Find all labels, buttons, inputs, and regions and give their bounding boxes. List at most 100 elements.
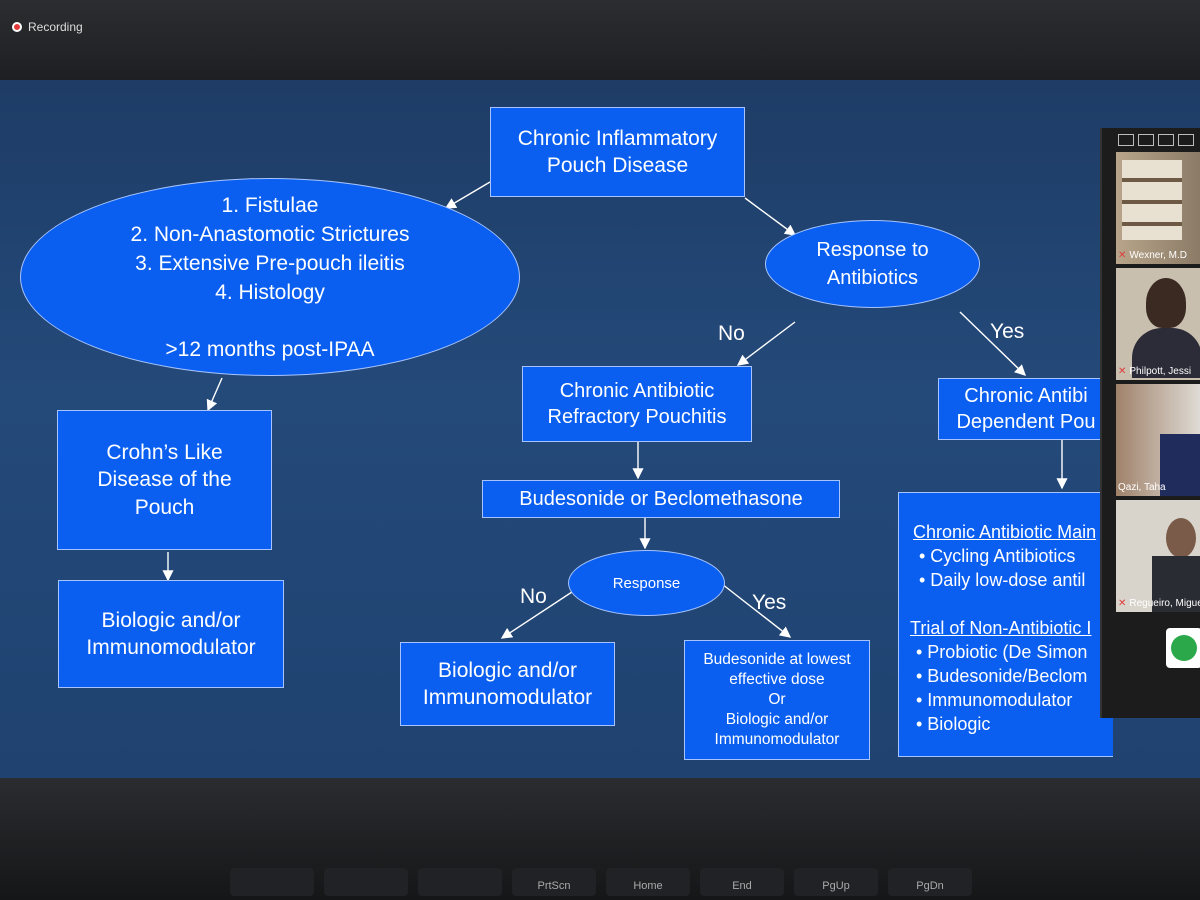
box-line: Refractory Pouchitis [547,406,727,428]
muted-mic-icon: ✕ [1118,366,1127,377]
criteria-note: >12 months post-IPAA [165,337,375,361]
muted-mic-icon: ✕ [1118,250,1127,261]
arrow-criteria-to-crohns [206,377,223,412]
participant-name: Philpott, Jessi [1129,366,1192,377]
arrow-response-to-refractory [736,321,796,366]
criteria-item: 4. Histology [215,280,325,304]
refractory-pouchitis-box: Chronic Antibiotic Refractory Pouchitis [522,366,752,442]
keyboard-key[interactable]: End [700,868,784,896]
maintenance-heading: Chronic Antibiotic Main [913,522,1097,542]
arrow-top-to-criteria [444,181,491,209]
participant-tile[interactable]: ✕Philpott, Jessi [1116,268,1200,380]
box-line: Immunomodulator [422,686,593,709]
criteria-ellipse: 1. Fistulae 2. Non-Anastomotic Stricture… [20,178,520,376]
person-image [1132,328,1200,378]
ellipse-line: Antibiotics [826,267,919,289]
view-icon[interactable] [1158,134,1174,146]
no-label-2: No [520,585,547,608]
box-line: Disease of the [97,468,232,492]
dependent-pouchitis-box: Chronic Antibi Dependent Pou [938,378,1113,440]
non-antibiotic-item: • Immunomodulator [916,690,1073,710]
arrow-top-to-response [744,197,797,236]
box-line: Immunomodulator [714,731,840,748]
record-icon [12,22,22,32]
participant-tile[interactable]: ✕Regueiro, Migue [1116,500,1200,612]
participant-name-row: Qazi, Taha [1118,482,1166,493]
muted-mic-icon: ✕ [1118,598,1127,609]
budesonide-beclomethasone-box: Budesonide or Beclomethasone [482,480,840,518]
monitor-bezel-top [0,0,1200,80]
yes-label-2: Yes [752,591,787,614]
box-line: Biologic and/or [101,608,241,632]
criteria-item: 3. Extensive Pre-pouch ileitis [135,251,405,275]
recording-indicator: Recording [12,20,83,34]
app-icon[interactable] [1166,628,1200,668]
non-antibiotic-heading: Trial of Non-Antibiotic I [910,618,1092,638]
monitor-bezel-bottom [0,778,1200,900]
maintenance-item: • Cycling Antibiotics [919,546,1076,566]
left-biologic-box: Biologic and/or Immunomodulator [58,580,284,688]
keyboard-key [230,868,314,896]
box-line: Chronic Inflammatory [517,126,718,150]
response-ellipse: Response [568,550,725,616]
keyboard-key[interactable]: Home [606,868,690,896]
lowest-dose-box: Budesonide at lowest effective dose Or B… [684,640,870,760]
view-icon[interactable] [1138,134,1154,146]
keyboard-key [418,868,502,896]
ellipse-line: Response [612,574,681,592]
maintenance-box [898,492,1113,757]
participant-tile[interactable]: ✕Wexner, M.D [1116,152,1200,264]
recording-label: Recording [28,20,83,34]
maintenance-list-2: Trial of Non-Antibiotic I • Probiotic (D… [910,616,1091,736]
view-icon[interactable] [1118,134,1134,146]
box-line: Crohn’s Like [106,441,223,465]
maintenance-list-1: Chronic Antibiotic Main • Cycling Antibi… [913,520,1096,592]
participant-name-row: ✕Philpott, Jessi [1118,366,1191,377]
box-line: effective dose [729,671,825,688]
middle-biologic-box: Biologic and/or Immunomodulator [400,642,615,726]
box-line: Biologic and/or [725,711,829,728]
maintenance-item: • Daily low-dose antil [919,570,1086,590]
non-antibiotic-item: • Probiotic (De Simon [916,642,1088,662]
app-logo-icon [1171,635,1197,661]
view-icon[interactable] [1178,134,1194,146]
box-line: Dependent Pou [956,411,1096,433]
box-line: Budesonide at lowest [703,651,851,668]
keyboard-key[interactable]: PrtScn [512,868,596,896]
chronic-inflammatory-box: Chronic Inflammatory Pouch Disease [490,107,745,197]
person-image [1160,434,1200,496]
ellipse-line: Response to [816,239,929,261]
arrow-response-to-lowest-dose [721,583,792,638]
person-image [1146,278,1186,328]
box-line: Budesonide or Beclomethasone [519,488,803,510]
no-label-1: No [718,322,745,345]
participant-name-row: ✕Wexner, M.D [1118,250,1187,261]
yes-label-1: Yes [990,320,1025,343]
box-line: Or [768,691,786,708]
flowchart-arrows [162,181,1068,639]
participant-name: Qazi, Taha [1118,482,1166,493]
response-to-antibiotics-ellipse: Response to Antibiotics [765,220,980,308]
box-line: Chronic Antibiotic [559,380,715,402]
participant-name-row: ✕Regueiro, Migue [1118,598,1200,609]
keyboard-row: PrtScn Home End PgUp PgDn [0,868,1200,900]
box-line: Chronic Antibi [964,385,1088,407]
non-antibiotic-item: • Budesonide/Beclom [916,666,1088,686]
video-participant-panel[interactable]: ✕Wexner, M.D ✕Philpott, Jessi Qazi, Taha… [1100,128,1200,718]
presentation-slide: Chronic Inflammatory Pouch Disease 1. Fi… [0,80,1200,778]
bookshelf-image [1122,160,1182,240]
participant-tile[interactable]: Qazi, Taha [1116,384,1200,496]
participant-name: Regueiro, Migue [1129,598,1200,609]
criteria-item: 1. Fistulae [221,193,319,217]
box-line: Immunomodulator [86,636,256,659]
box-line: Biologic and/or [438,658,577,682]
arrow-response-to-biologic [500,589,576,639]
person-image [1152,556,1200,612]
crohns-like-box: Crohn’s Like Disease of the Pouch [57,410,272,550]
criteria-item: 2. Non-Anastomotic Strictures [130,222,410,246]
box-line: Pouch Disease [546,154,689,177]
non-antibiotic-item: • Biologic [916,714,991,734]
keyboard-key[interactable]: PgDn [888,868,972,896]
keyboard-key[interactable]: PgUp [794,868,878,896]
panel-controls[interactable] [1118,134,1194,146]
